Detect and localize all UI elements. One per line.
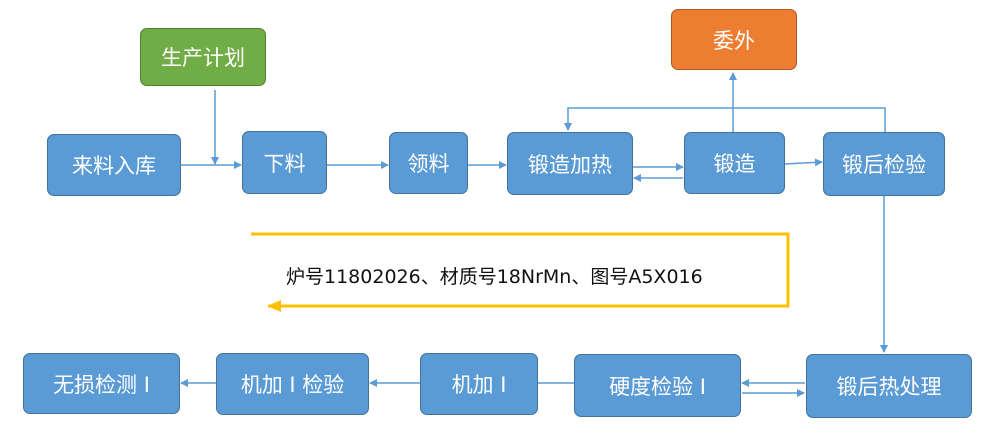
post-forge-heat-treatment-node: 锻后热处理 (806, 354, 972, 418)
batch-info-note: 炉号11802026、材质号18NrMn、图号A5X016 (286, 265, 703, 288)
forge-heating-node: 锻造加热 (507, 132, 633, 195)
machining-node: 机加 I (420, 353, 538, 415)
production-plan-node: 生产计划 (140, 28, 266, 86)
incoming-storage-node: 来料入库 (47, 134, 181, 196)
forging-node: 锻造 (684, 132, 785, 194)
hardness-inspection-node: 硬度检验 I (574, 354, 741, 417)
blanking-node: 下料 (242, 131, 327, 194)
material-pick-node: 领料 (389, 132, 468, 194)
note-arrow (251, 232, 790, 312)
arrow-inspection-return-to-forge-heating (564, 107, 886, 132)
outsource-node: 委外 (671, 9, 797, 70)
post-forge-inspection-node: 锻后检验 (823, 132, 945, 196)
machining-inspection-node: 机加 I 检验 (216, 353, 369, 415)
arrow-forging-to-post-forge-inspection (784, 158, 823, 167)
ndt-node: 无损检测 I (23, 353, 180, 414)
